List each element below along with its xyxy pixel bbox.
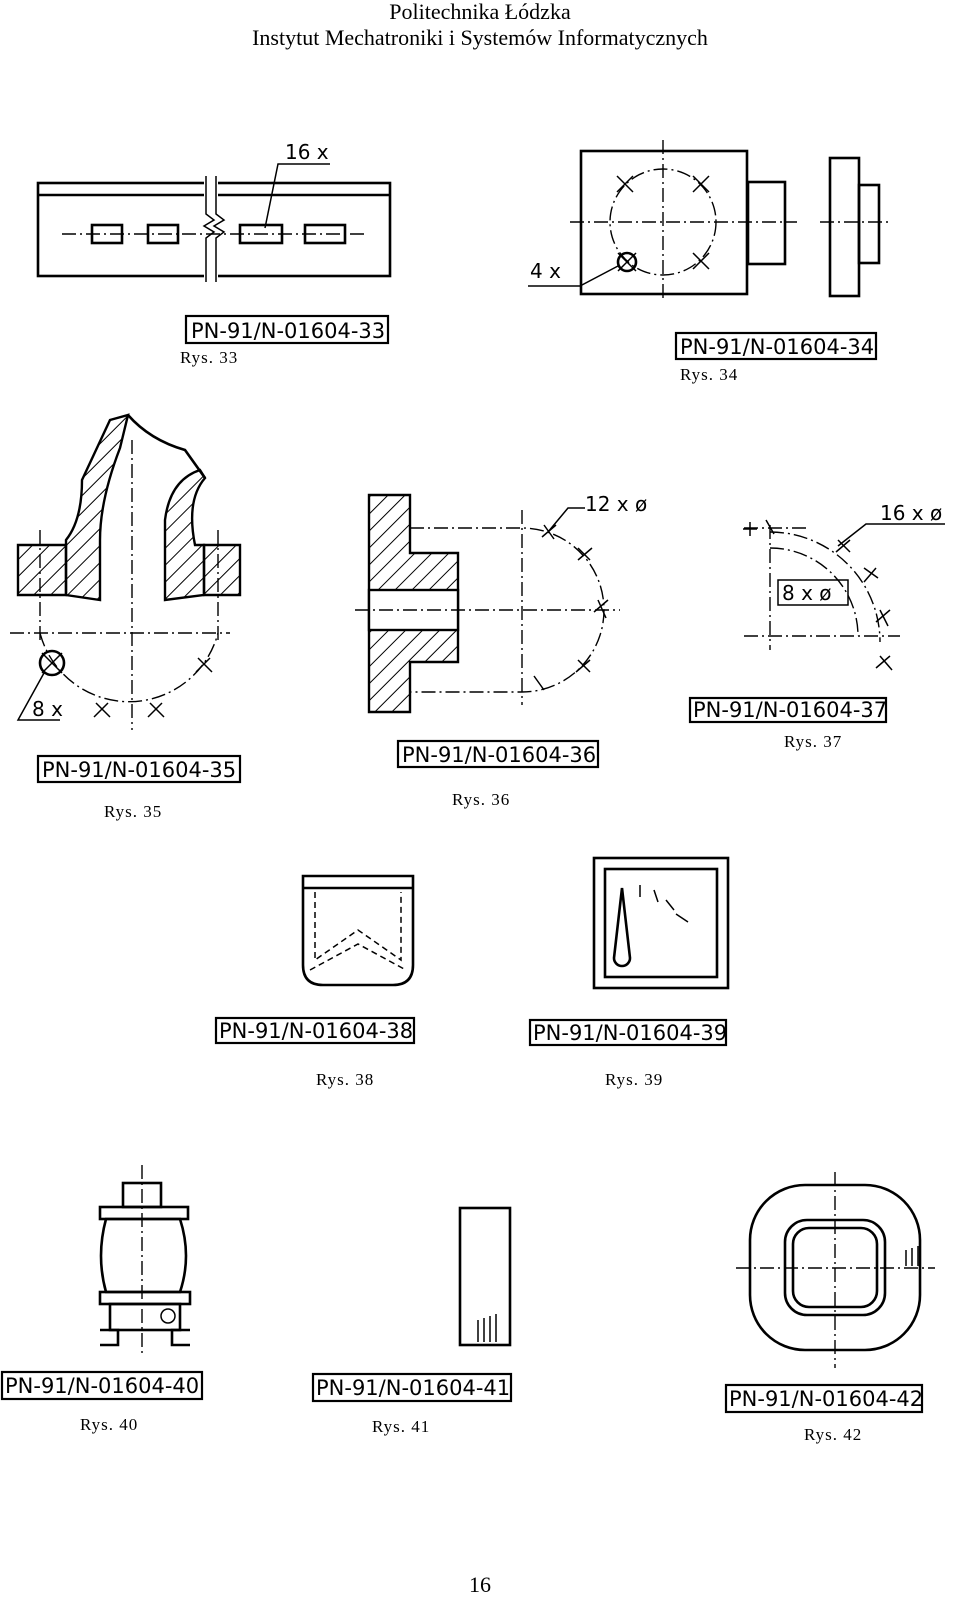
caption-rys-36: Rys. 36 [452, 790, 510, 809]
code-box-rys-40: PN-91/N-01604-40 [0, 1370, 204, 1401]
code-box-rys-33: PN-91/N-01604-33 [184, 314, 390, 345]
drawing-rys-34: 4 x PN-91/N-01604-34 Rys. 34 [528, 140, 890, 384]
caption-rys-38: Rys. 38 [316, 1070, 374, 1089]
code-box-rys-35: PN-91/N-01604-35 [36, 754, 242, 784]
drawing-rys-42: PN-91/N-01604-42 Rys. 42 [724, 1172, 935, 1444]
code-rys-34: PN-91/N-01604-34 [680, 335, 874, 359]
drawing-rys-39: PN-91/N-01604-39 Rys. 39 [528, 856, 730, 1089]
drawing-rys-33: 16 x PN-91/N-01604-33 Rys. 33 [36, 140, 392, 367]
drawing-rys-35: 8 x PN-91/N-01604-35 Rys. 35 [10, 413, 242, 821]
caption-rys-40: Rys. 40 [80, 1415, 138, 1434]
drawing-rys-38: PN-91/N-01604-38 Rys. 38 [214, 874, 416, 1089]
code-box-rys-34: PN-91/N-01604-34 [674, 331, 878, 361]
caption-rys-37: Rys. 37 [784, 732, 842, 751]
code-rys-36: PN-91/N-01604-36 [402, 743, 596, 767]
code-rys-35: PN-91/N-01604-35 [42, 758, 236, 782]
code-rys-39: PN-91/N-01604-39 [533, 1021, 727, 1045]
caption-rys-35: Rys. 35 [104, 802, 162, 821]
code-box-rys-38: PN-91/N-01604-38 [214, 1016, 416, 1045]
page-number: 16 [469, 1572, 491, 1597]
code-box-rys-37: PN-91/N-01604-37 [688, 696, 887, 724]
code-box-rys-39: PN-91/N-01604-39 [528, 1018, 727, 1047]
caption-rys-34: Rys. 34 [680, 365, 738, 384]
code-rys-42: PN-91/N-01604-42 [729, 1387, 923, 1411]
code-rys-33: PN-91/N-01604-33 [191, 319, 385, 343]
rys-37-note2: 8 x ø [782, 581, 832, 605]
code-box-rys-42: PN-91/N-01604-42 [724, 1383, 923, 1414]
code-rys-41: PN-91/N-01604-41 [316, 1376, 510, 1400]
code-box-rys-41: PN-91/N-01604-41 [311, 1372, 513, 1403]
rys-33-note: 16 x [285, 140, 329, 164]
drawing-rys-41: PN-91/N-01604-41 Rys. 41 [311, 1206, 513, 1436]
header-institute: Instytut Mechatroniki i Systemów Informa… [252, 25, 708, 50]
rys-34-note: 4 x [530, 259, 561, 283]
caption-rys-41: Rys. 41 [372, 1417, 430, 1436]
rys-37-note: 16 x ø [880, 501, 942, 525]
header-institution: Politechnika Łódzka [389, 0, 571, 24]
code-rys-37: PN-91/N-01604-37 [693, 698, 887, 722]
caption-rys-39: Rys. 39 [605, 1070, 663, 1089]
caption-rys-33: Rys. 33 [180, 348, 238, 367]
drawing-rys-37: 16 x ø 8 x ø PN-91/N-01604-37 Rys. 37 [688, 501, 945, 751]
code-rys-40: PN-91/N-01604-40 [5, 1374, 199, 1398]
drawing-rys-36: 12 x ø PN-91/N-01604-36 Rys. 36 [355, 492, 647, 809]
rys-35-note: 8 x [32, 697, 63, 721]
code-rys-38: PN-91/N-01604-38 [219, 1019, 413, 1043]
code-box-rys-36: PN-91/N-01604-36 [396, 739, 600, 769]
caption-rys-42: Rys. 42 [804, 1425, 862, 1444]
rys-36-note: 12 x ø [585, 492, 647, 516]
drawing-rys-40: PN-91/N-01604-40 Rys. 40 [0, 1165, 204, 1434]
